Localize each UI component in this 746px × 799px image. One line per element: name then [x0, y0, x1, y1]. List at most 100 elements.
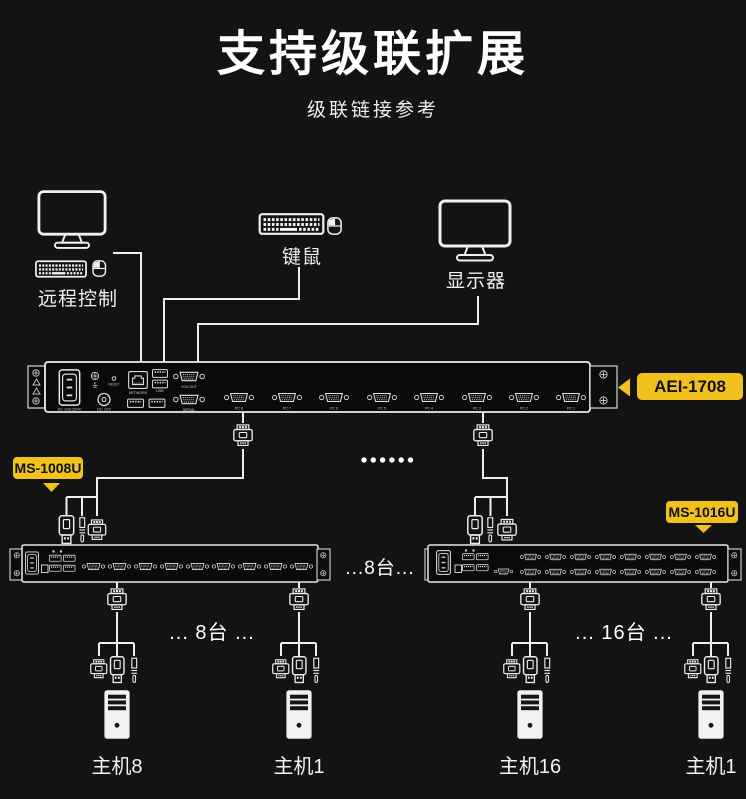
- usb-plug-icon: [467, 515, 483, 545]
- reset-button[interactable]: [111, 376, 117, 381]
- slave-kvm-left: [9, 544, 331, 583]
- ground-screw-icon: [90, 371, 100, 381]
- screw-icon: [32, 369, 40, 377]
- host-cable-group-3: [503, 588, 551, 739]
- right-group-count: ... 16台 ...: [575, 622, 673, 644]
- usb-port: [63, 564, 76, 572]
- pc-port-label: PC 5: [378, 407, 386, 411]
- warning-triangle-icon: [32, 378, 41, 386]
- vga-port: [186, 562, 209, 571]
- host-label-3: 主机16: [498, 756, 562, 778]
- remote-control-label: 远程控制: [37, 289, 118, 310]
- audio-jack-plug-icon: [79, 517, 86, 543]
- vga-port: [134, 562, 157, 571]
- screw-icon: [13, 570, 20, 577]
- vga-port: [570, 553, 591, 561]
- keyboard-icon: [258, 213, 325, 235]
- dc-jack: [454, 564, 462, 573]
- host-cable-group-2: [272, 588, 320, 739]
- ms1016u-callout-arrow-icon: [695, 525, 712, 533]
- screw-icon: [599, 396, 608, 405]
- network-label: NETWORK: [129, 391, 148, 395]
- remote-monitor-icon: [37, 190, 107, 250]
- audio-jack-plug-icon: [313, 657, 320, 684]
- left-slave-model-callout: MS-1008U: [13, 457, 83, 479]
- screw-icon: [32, 397, 40, 405]
- vga-plug-icon: [107, 588, 127, 611]
- host-tower-icon: [104, 690, 130, 739]
- vga-port: [520, 568, 541, 576]
- reset-label: RESET: [108, 383, 119, 387]
- usb-label: USB: [156, 389, 164, 393]
- vga-port: [238, 562, 261, 571]
- vga-plug-icon: [503, 658, 521, 679]
- usb-plug-icon: [291, 656, 307, 684]
- usb-port: [148, 398, 166, 408]
- cable-host-group-1: [98, 582, 135, 656]
- page-subtitle: 级联链接参考: [306, 100, 439, 121]
- serial-port: [173, 394, 205, 405]
- screw-icon: [599, 370, 608, 379]
- vga-port: [695, 553, 716, 561]
- page-title: 支持级联扩展: [216, 28, 529, 81]
- pc-port-label: PC 3: [473, 407, 481, 411]
- usb-plug-icon: [703, 656, 719, 684]
- vga-cable-plug-icon: [233, 424, 253, 447]
- usb-port: [49, 564, 62, 572]
- serial-label: SERIAL: [183, 408, 196, 412]
- pc-port: [367, 392, 397, 403]
- usb-port: [49, 554, 62, 562]
- vga-plug-icon: [684, 658, 702, 679]
- left-group-count: ... 8台 ...: [169, 622, 255, 644]
- vga-port: [620, 568, 641, 576]
- vga-plug-icon: [289, 588, 309, 611]
- vga-port: [290, 562, 313, 571]
- screw-icon: [731, 552, 738, 559]
- audio-jack-plug-icon: [487, 517, 494, 543]
- vga-port: [570, 568, 591, 576]
- host-cable-group-4: [684, 588, 732, 739]
- pc-port: [509, 392, 539, 403]
- usb-plug-icon: [522, 656, 538, 684]
- ac-power-inlet: [58, 369, 81, 406]
- pc-port-label: PC 7: [283, 407, 291, 411]
- vga-port: [595, 568, 616, 576]
- audio-jack-plug-icon: [131, 657, 138, 684]
- pc-port-label: PC 1: [567, 407, 575, 411]
- left-slave-cable-trio: [58, 515, 107, 545]
- cable-host-group-2: [280, 582, 317, 656]
- host-tower-icon: [286, 690, 312, 739]
- vga-plug-icon: [90, 658, 108, 679]
- remote-keyboard-icon: [35, 259, 87, 279]
- vga-port: [545, 568, 566, 576]
- vga-port: [212, 562, 235, 571]
- ms1008u-callout-arrow-icon: [43, 483, 60, 492]
- vga-port: [620, 553, 641, 561]
- display-monitor-icon: [438, 199, 512, 262]
- vga-port: [545, 553, 566, 561]
- usb-plug-icon: [109, 656, 125, 684]
- host-label-2: 主机1: [273, 756, 325, 778]
- vga-port: [645, 568, 666, 576]
- vga-port: [108, 562, 131, 571]
- usb-plug-icon: [58, 515, 75, 545]
- master-model-callout: AEI-1708: [637, 373, 743, 400]
- screw-icon: [13, 552, 20, 559]
- pc-port-label: PC 8: [235, 407, 243, 411]
- host-cable-group-1: [90, 588, 138, 739]
- usb-port: [476, 564, 489, 572]
- vga-port: [520, 553, 541, 561]
- cable-to-right-slave: [474, 449, 508, 516]
- cascade-ellipsis-dots: [361, 457, 414, 463]
- host-tower-icon: [698, 690, 724, 739]
- master-kvm-rear-panel: AC 100-264V RESET DC 12V NETWORK USB VGA…: [27, 361, 618, 413]
- vga-port: [695, 568, 716, 576]
- host-label-1: 主机8: [91, 756, 143, 778]
- usb-port: [127, 398, 144, 408]
- mouse-icon: [327, 217, 342, 235]
- usb-port: [462, 564, 475, 572]
- cable-host-group-4: [692, 582, 729, 656]
- cable-lines: [65, 252, 729, 656]
- pc-port-label: PC 2: [520, 407, 528, 411]
- vga-cable-plug-icon: [473, 424, 493, 447]
